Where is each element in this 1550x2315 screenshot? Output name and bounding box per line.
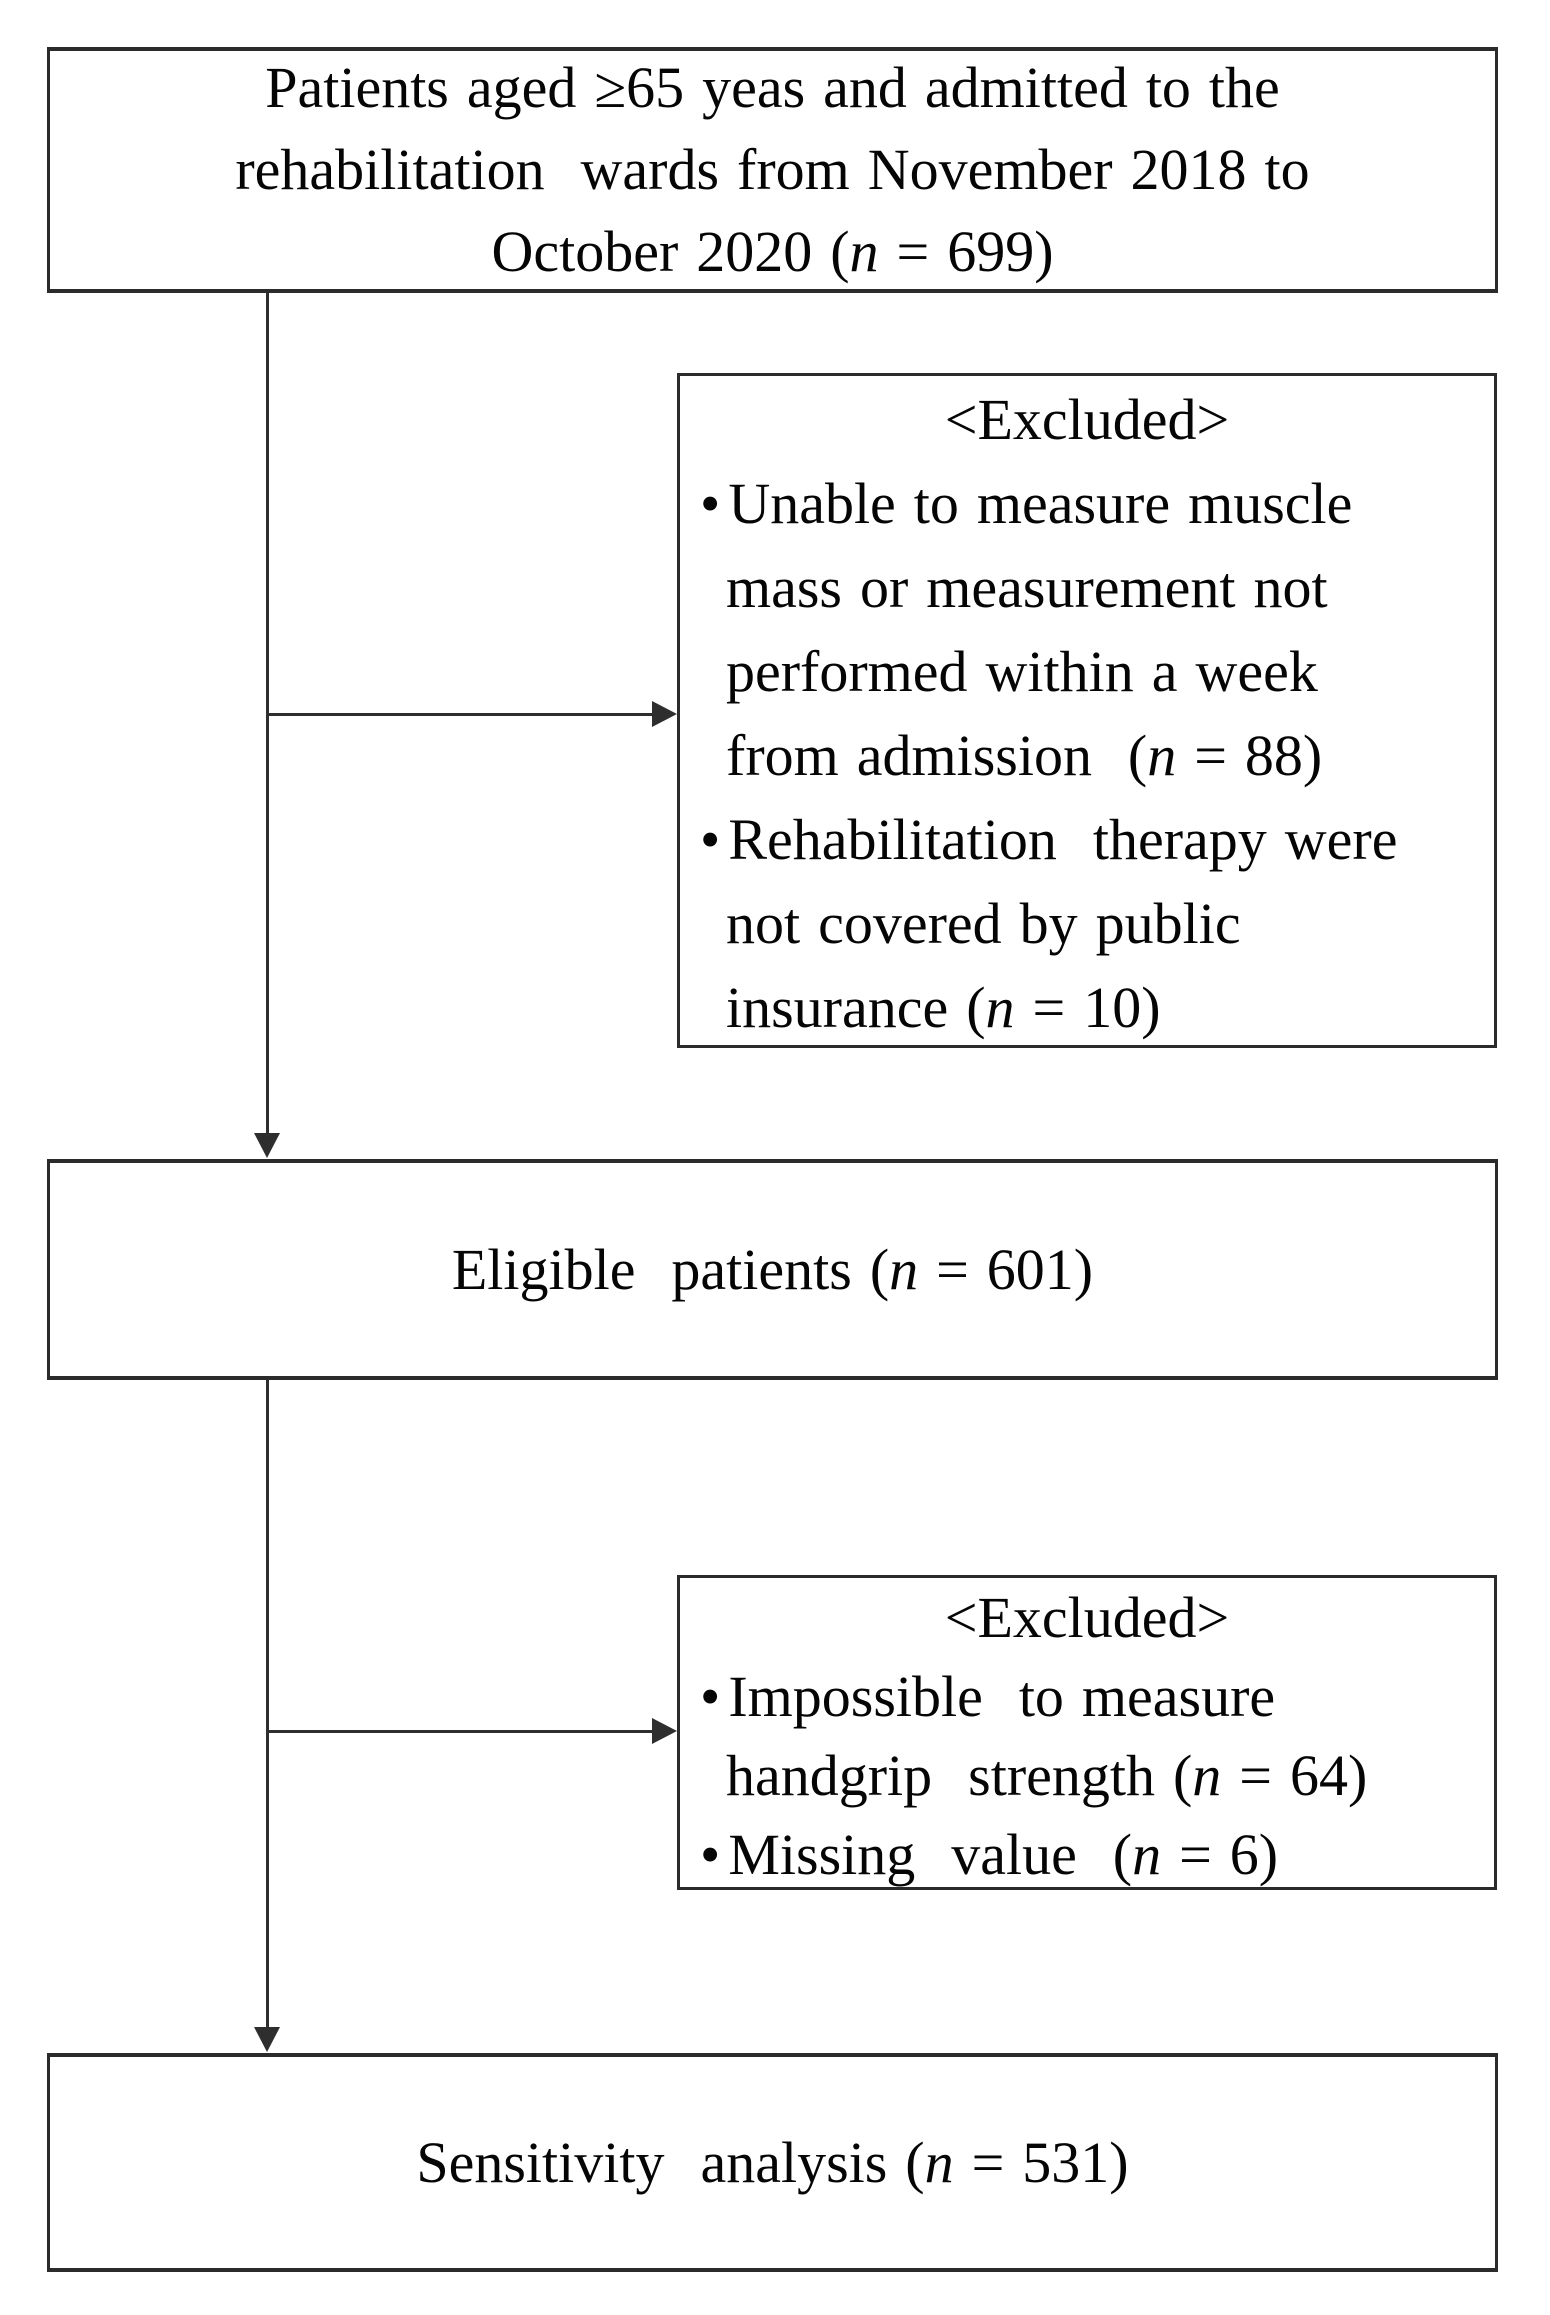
connector-branch-to-excluded-1 (267, 713, 653, 716)
connector-branch-to-excluded-2 (267, 1730, 653, 1733)
text-segment: Missing value ( (728, 1822, 1133, 1887)
text-line: October 2020 (n = 699) (50, 211, 1495, 293)
bullet-line: •Rehabilitation therapy were (680, 798, 1494, 882)
text-segment: handgrip strength ( (726, 1743, 1193, 1808)
arrowhead-right-into-excluded-2-icon (652, 1718, 677, 1744)
bullet-icon: • (700, 807, 721, 872)
text-line: <Excluded> (680, 1578, 1494, 1657)
text-line: Patients aged ≥65 yeas and admitted to t… (50, 47, 1495, 129)
text-segment: = 601) (918, 1237, 1094, 1302)
text-segment: mass or measurement not (726, 555, 1328, 620)
sample-size-n-italic: n (1132, 1822, 1162, 1887)
bullet-icon: • (700, 471, 721, 536)
arrowhead-down-into-sensitivity-icon (254, 2027, 280, 2052)
bullet-icon: • (700, 1664, 721, 1729)
continuation-line: from admission (n = 88) (680, 714, 1494, 798)
sample-size-n-italic: n (924, 2130, 954, 2195)
bullet-icon: • (700, 1822, 721, 1887)
text-line: rehabilitation wards from November 2018 … (50, 129, 1495, 211)
continuation-line: performed within a week (680, 630, 1494, 714)
text-segment: rehabilitation wards from November 2018 … (235, 137, 1310, 202)
text-segment: Impossible to measure (728, 1664, 1276, 1729)
text-segment: = 64) (1221, 1743, 1368, 1808)
text-segment: Rehabilitation therapy were (728, 807, 1398, 872)
text-segment: = 699) (878, 219, 1054, 284)
text-segment: insurance ( (726, 975, 986, 1040)
text-segment: Sensitivity analysis ( (416, 2130, 925, 2195)
box-eligible-patients: Eligible patients (n = 601) (47, 1159, 1498, 1380)
text-segment: Unable to measure muscle (728, 471, 1353, 536)
continuation-line: not covered by public (680, 882, 1494, 966)
continuation-line: insurance (n = 10) (680, 966, 1494, 1050)
bullet-line: •Unable to measure muscle (680, 462, 1494, 546)
text-segment: performed within a week (726, 639, 1318, 704)
arrowhead-down-into-eligible-icon (254, 1133, 280, 1158)
bullet-line: •Missing value (n = 6) (680, 1815, 1494, 1894)
text-segment: = 88) (1176, 723, 1323, 788)
continuation-line: handgrip strength (n = 64) (680, 1736, 1494, 1815)
box-sensitivity-analysis: Sensitivity analysis (n = 531) (47, 2053, 1498, 2272)
text-line: Eligible patients (n = 601) (452, 1236, 1093, 1303)
text-segment: not covered by public (726, 891, 1241, 956)
sample-size-n-italic: n (849, 219, 879, 284)
text-line: Sensitivity analysis (n = 531) (416, 2129, 1128, 2196)
sample-size-n-italic: n (1147, 723, 1177, 788)
sample-size-n-italic: n (889, 1237, 919, 1302)
sample-size-n-italic: n (1192, 1743, 1222, 1808)
text-segment: from admission ( (726, 723, 1148, 788)
text-segment: = 531) (953, 2130, 1129, 2195)
text-segment: October 2020 ( (491, 219, 850, 284)
bullet-line: •Impossible to measure (680, 1657, 1494, 1736)
text-line: <Excluded> (680, 378, 1494, 462)
continuation-line: mass or measurement not (680, 546, 1494, 630)
text-segment: <Excluded> (944, 1585, 1230, 1650)
box-patients-admitted: Patients aged ≥65 yeas and admitted to t… (47, 47, 1498, 293)
text-segment: <Excluded> (944, 387, 1230, 452)
text-segment: Eligible patients ( (451, 1237, 890, 1302)
text-segment: Patients aged ≥65 yeas and admitted to t… (265, 55, 1280, 120)
text-segment: = 10) (1014, 975, 1161, 1040)
arrowhead-right-into-excluded-1-icon (652, 701, 677, 727)
sample-size-n-italic: n (985, 975, 1015, 1040)
text-segment: = 6) (1161, 1822, 1279, 1887)
connector-eligible-to-sensitivity (266, 1380, 269, 2028)
